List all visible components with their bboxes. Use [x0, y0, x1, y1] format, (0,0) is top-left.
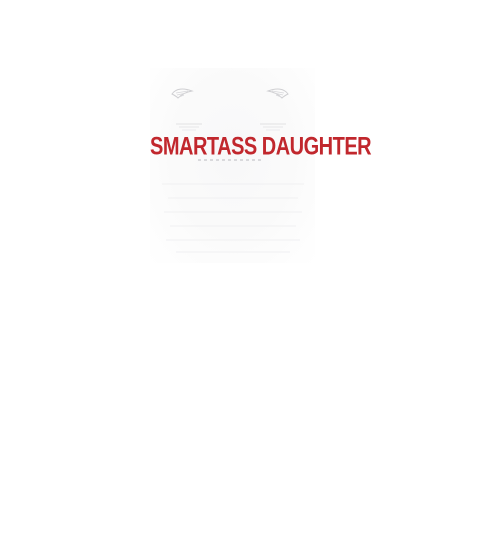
- ornament-lines-right: [260, 123, 286, 131]
- wing-left-icon: [171, 88, 194, 99]
- ornament-lines-left: [176, 123, 202, 131]
- wing-right-icon: [266, 88, 289, 99]
- faint-texture: [162, 183, 304, 253]
- artwork-title: SMARTASS DAUGHTER: [150, 133, 372, 161]
- subtitle-ornament: [198, 159, 261, 161]
- design-panel: [150, 68, 315, 263]
